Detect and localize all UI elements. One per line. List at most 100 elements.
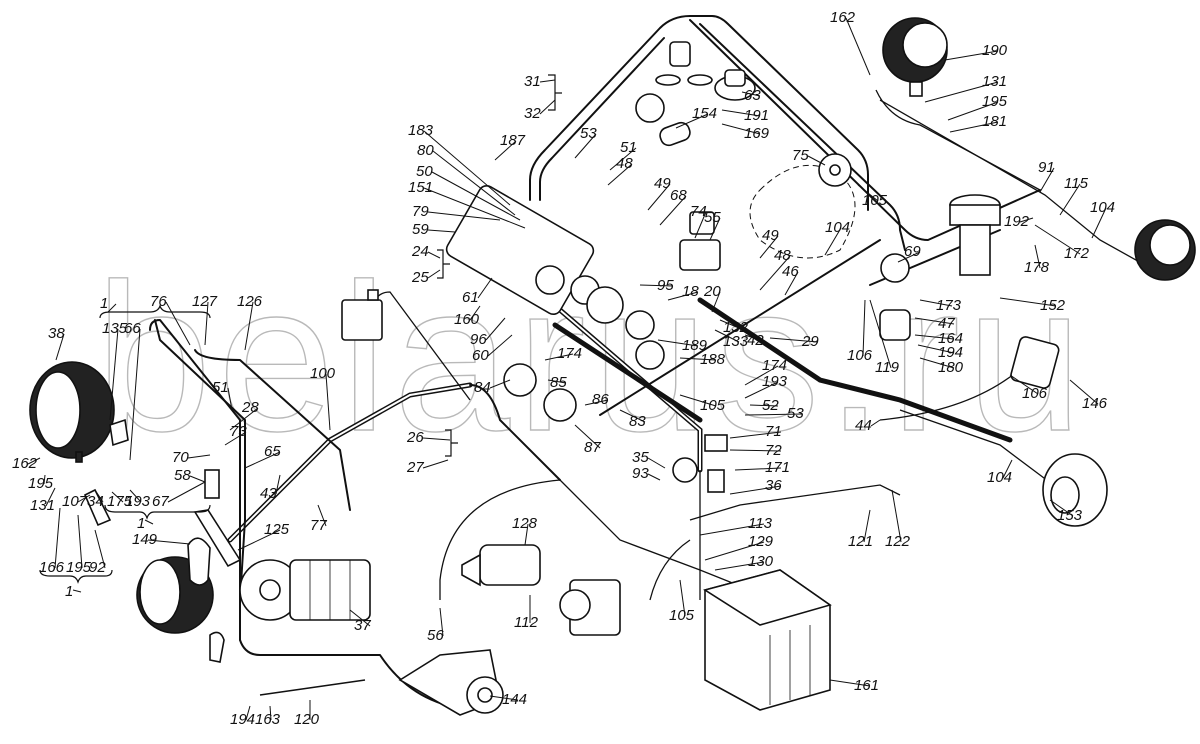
leader-line <box>427 269 441 279</box>
callout-label: 95 <box>657 277 674 294</box>
leader-line <box>539 79 556 83</box>
callout-label: 73 <box>230 423 247 440</box>
leader-line <box>869 299 892 369</box>
callout-label: 32 <box>524 105 541 122</box>
callout-label: 1 <box>100 295 108 312</box>
callout-label: 25 <box>411 269 429 286</box>
callout-label: 79 <box>412 203 429 220</box>
leader-line <box>1034 244 1041 269</box>
callout-label: 183 <box>408 122 434 139</box>
leader-line <box>224 431 247 446</box>
callout-label: 80 <box>417 142 434 159</box>
callout-label: 67 <box>152 493 169 510</box>
callout-label: 53 <box>787 405 804 422</box>
callout-label: 66 <box>124 320 141 337</box>
callout-label: 65 <box>264 443 281 460</box>
callout-label: 77 <box>310 517 327 534</box>
callout-label: 164 <box>938 330 963 347</box>
leader-line <box>539 99 556 115</box>
callout-label: 193 <box>125 493 151 510</box>
leader-line <box>744 413 804 416</box>
callout-label: 154 <box>692 105 717 122</box>
callout-label: 194 <box>938 344 963 361</box>
leader-line <box>422 437 451 441</box>
headlight-right-rear <box>1134 219 1196 281</box>
leader-line <box>55 333 65 361</box>
leader-line <box>784 271 799 296</box>
leader-line <box>107 303 117 313</box>
callout-label: 72 <box>765 442 782 459</box>
leader-line <box>439 607 444 637</box>
leader-line <box>919 299 953 307</box>
callout-label: 162 <box>830 9 856 26</box>
leader-line <box>719 319 740 329</box>
leader-line <box>167 481 206 503</box>
callout-label: 48 <box>774 247 791 264</box>
leader-line <box>574 424 601 449</box>
callout-label: 149 <box>132 531 158 548</box>
leader-line <box>947 101 999 121</box>
callout-label: 47 <box>938 315 955 332</box>
leader-line <box>423 130 511 206</box>
leader-line <box>759 255 791 291</box>
leader-line <box>679 357 717 361</box>
callout-label: 121 <box>848 533 873 550</box>
callout-label: 181 <box>982 113 1007 130</box>
callout-label: 127 <box>192 293 218 310</box>
callout-label: 46 <box>782 263 799 280</box>
callout-label: 106 <box>847 347 873 364</box>
leader-line <box>477 277 493 299</box>
leader-line <box>897 251 921 263</box>
callout-label: 71 <box>765 423 782 440</box>
leader-line <box>863 509 871 543</box>
leader-line <box>111 491 124 503</box>
callout-label: 188 <box>700 351 726 368</box>
callout-label: 172 <box>1064 245 1090 262</box>
callout-label: 119 <box>875 359 900 376</box>
callout-label: 43 <box>260 485 277 502</box>
leader-line <box>431 171 521 221</box>
speaker-dome <box>818 153 852 187</box>
leader-line <box>744 381 779 399</box>
leader-line <box>54 507 61 569</box>
leader-line <box>1091 207 1107 239</box>
leader-line <box>204 301 209 346</box>
callout-label: 91 <box>1038 159 1055 176</box>
callout-labels: 1621901311951813132631911691541831878053… <box>12 9 1115 728</box>
leader-line <box>647 473 661 481</box>
callout-label: 169 <box>744 125 770 142</box>
callout-label: 48 <box>616 155 633 172</box>
leader-line <box>679 394 717 407</box>
heater-fan <box>398 649 504 716</box>
leader-line <box>165 301 191 346</box>
callout-label: 180 <box>938 359 964 376</box>
callout-label: 36 <box>765 477 782 494</box>
leader-line <box>857 184 879 202</box>
callout-label: 166 <box>39 559 65 576</box>
callout-label: 133 <box>723 333 749 350</box>
callout-label: 144 <box>502 691 527 708</box>
leader-line <box>494 140 517 161</box>
leader-line <box>245 705 251 721</box>
fuel-filter <box>949 194 1001 276</box>
callout-label: 58 <box>174 467 191 484</box>
leader-line <box>427 251 441 259</box>
callout-label: 76 <box>150 293 167 310</box>
leader-line <box>1059 183 1081 216</box>
canister <box>341 289 383 341</box>
leader-line <box>94 529 106 569</box>
callout-label: 38 <box>48 325 65 342</box>
callout-label: 132 <box>723 319 749 336</box>
callout-label: 1 <box>137 515 145 532</box>
callout-label: 50 <box>416 163 433 180</box>
leader-line <box>427 211 501 221</box>
callout-label: 195 <box>66 559 92 576</box>
callout-label: 96 <box>470 331 487 348</box>
callout-label: 131 <box>982 73 1007 90</box>
mounting-brackets <box>83 418 366 696</box>
leader-line <box>711 291 721 313</box>
leader-line <box>237 529 281 551</box>
callout-label: 105 <box>669 607 695 624</box>
callout-label: 191 <box>744 107 769 124</box>
